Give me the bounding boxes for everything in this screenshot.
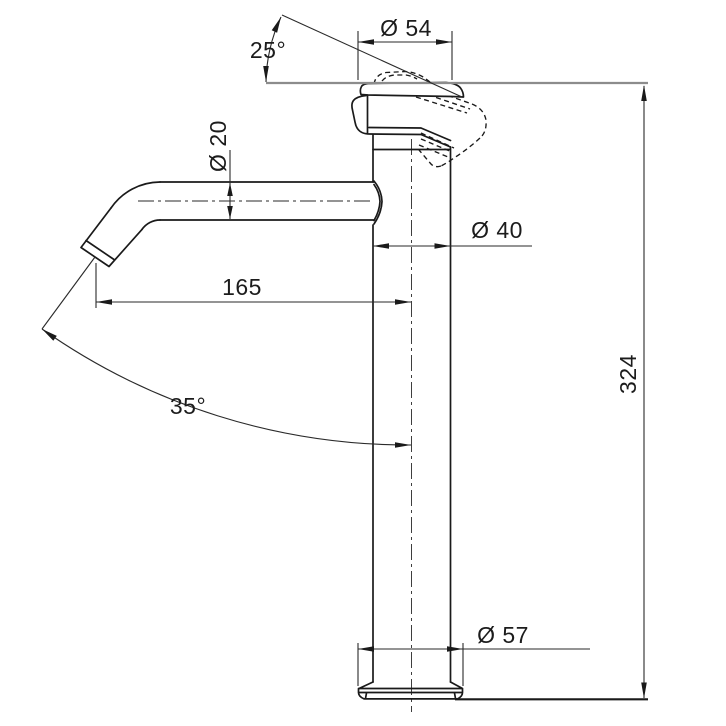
dim-handle-angle-label: 25° — [250, 37, 286, 63]
dim-spout-diameter-arrows — [227, 183, 233, 219]
centerlines — [138, 139, 412, 712]
dim-spout-reach-label: 165 — [222, 274, 262, 300]
dim-outlet-angle: 35° — [41, 256, 412, 448]
dim-handle-angle-ray — [281, 14, 463, 98]
dim-outlet-angle-arc — [41, 328, 412, 446]
spout-bend — [110, 181, 161, 231]
dim-top-diameter-label: Ø 54 — [380, 15, 432, 41]
dim-body-diameter: Ø 40 — [373, 217, 532, 249]
spout-outlet-cap — [80, 207, 143, 268]
dim-base-diameter-label: Ø 57 — [477, 622, 529, 648]
dim-outlet-angle-ray — [41, 256, 96, 330]
spout-tube — [159, 181, 375, 221]
handle-tilted-position — [373, 70, 487, 168]
dim-spout-reach: 165 — [95, 263, 411, 308]
dim-outlet-angle-label: 35° — [170, 393, 206, 419]
dim-total-height: 324 — [615, 85, 647, 699]
base-flange — [357, 681, 464, 700]
tilted-handle-end — [418, 103, 487, 168]
dim-body-diameter-label: Ø 40 — [471, 217, 523, 243]
dim-total-height-label: 324 — [615, 354, 641, 394]
head-body — [351, 94, 452, 151]
dim-spout-diameter: Ø 20 — [205, 120, 233, 219]
body-column — [372, 134, 452, 683]
faucet-solid-outline — [80, 81, 465, 700]
dim-spout-diameter-label: Ø 20 — [205, 120, 231, 172]
dim-handle-angle: 25° — [250, 14, 463, 98]
dim-base-diameter-lines — [357, 643, 590, 686]
dim-base-diameter: Ø 57 — [357, 622, 590, 686]
spout-body-fillet — [373, 180, 383, 225]
dim-outlet-angle-arrows — [42, 329, 411, 448]
dim-spout-reach-lines — [95, 263, 411, 308]
dim-handle-angle-arrows — [263, 17, 281, 82]
dim-body-diameter-arrows — [373, 243, 451, 249]
head-cap — [359, 81, 465, 98]
dim-top-diameter: Ø 54 — [357, 15, 453, 80]
